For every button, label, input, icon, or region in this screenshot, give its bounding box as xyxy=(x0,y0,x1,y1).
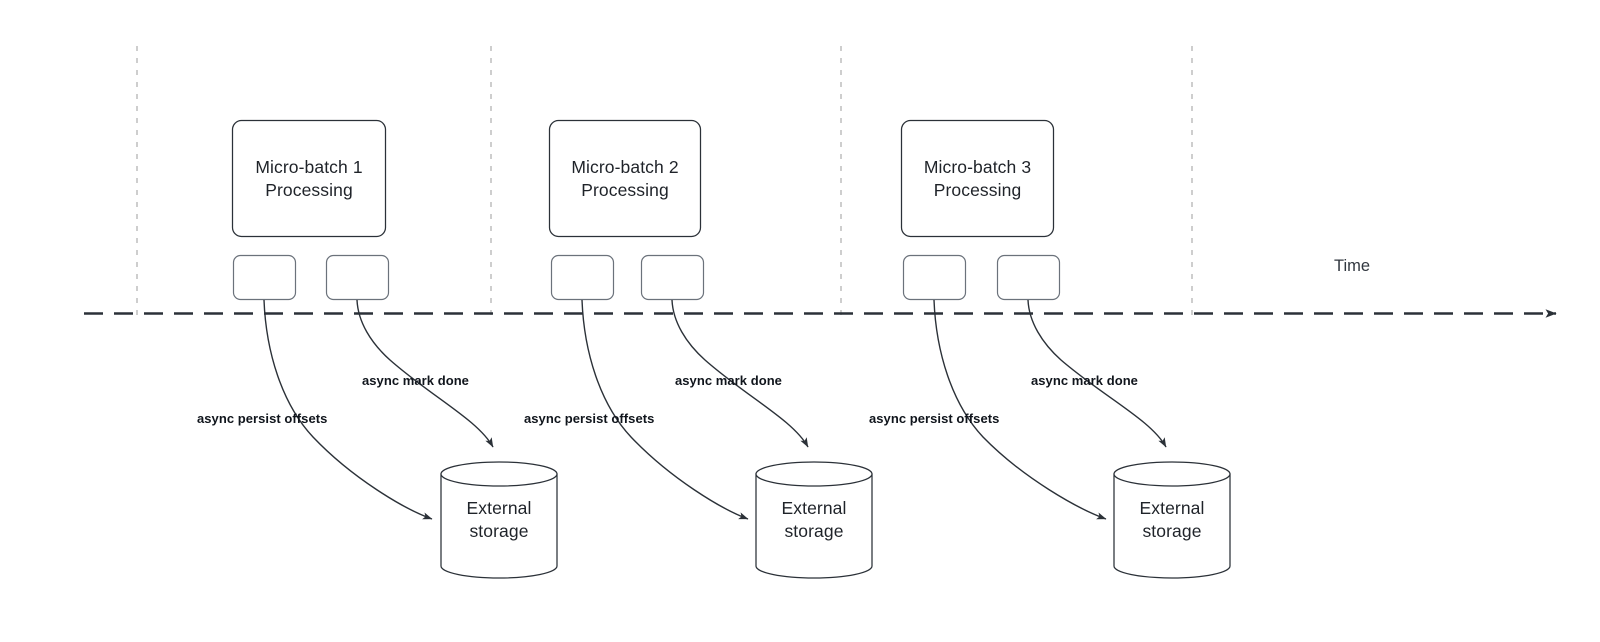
storage-1-top-ellipse xyxy=(440,461,558,487)
batch-2-processing-box[interactable] xyxy=(548,119,702,238)
batch-2-persist-offsets-edge xyxy=(581,299,749,520)
batch-1-persist-offsets-edge xyxy=(263,299,433,520)
time-axis-label: Time xyxy=(1334,257,1371,275)
storage-1-body xyxy=(440,473,558,579)
batch-1-mark-done-label: async mark done xyxy=(362,373,469,388)
batch-3-mark-done-edge xyxy=(1027,299,1167,448)
batch-2-task-mark-box[interactable] xyxy=(640,254,705,301)
storage-1-cylinder[interactable] xyxy=(440,461,558,579)
batch-2-persist-offsets-label: async persist offsets xyxy=(524,411,655,426)
batch-3-task-persist-box[interactable] xyxy=(902,254,967,301)
batch-3-task-mark-box[interactable] xyxy=(996,254,1061,301)
storage-3-cylinder[interactable] xyxy=(1113,461,1231,579)
batch-3-processing-box[interactable] xyxy=(900,119,1055,238)
batch-1-task-persist-box[interactable] xyxy=(232,254,297,301)
storage-2-top-ellipse xyxy=(755,461,873,487)
batch-3-mark-done-label: async mark done xyxy=(1031,373,1138,388)
batch-2-mark-done-edge xyxy=(671,299,809,448)
storage-3-body xyxy=(1113,473,1231,579)
storage-2-body xyxy=(755,473,873,579)
batch-1-group xyxy=(231,119,558,579)
batch-2-task-persist-box[interactable] xyxy=(550,254,615,301)
storage-2-cylinder[interactable] xyxy=(755,461,873,579)
batch-1-processing-box[interactable] xyxy=(231,119,387,238)
batch-2-mark-done-label: async mark done xyxy=(675,373,782,388)
batch-1-task-mark-box[interactable] xyxy=(325,254,390,301)
batch-3-persist-offsets-edge xyxy=(933,299,1107,520)
batch-1-persist-offsets-label: async persist offsets xyxy=(197,411,328,426)
batch-3-persist-offsets-label: async persist offsets xyxy=(869,411,1000,426)
batch-3-group xyxy=(900,119,1231,579)
batch-2-group xyxy=(548,119,873,579)
guide-lines-group xyxy=(136,46,1193,316)
batch-1-mark-done-edge xyxy=(356,299,494,448)
storage-3-top-ellipse xyxy=(1113,461,1231,487)
